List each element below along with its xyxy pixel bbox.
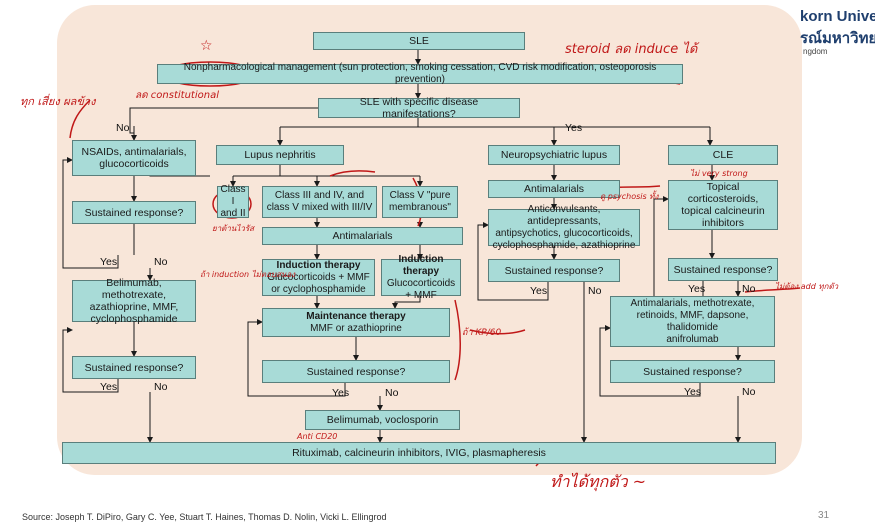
node-antimalarials-ln: Antimalarials <box>262 227 463 245</box>
label-yes-cle2: Yes <box>684 386 702 398</box>
node-class-1-2: Class I and II <box>217 184 249 219</box>
label-yes-ln: Yes <box>332 387 350 399</box>
node-topical-therapy: Topical corticosteroids, topical calcine… <box>668 180 778 230</box>
label-no-ln: No <box>385 387 399 399</box>
node-antimalarials-np: Antimalarials <box>488 180 620 198</box>
annotation-cle: ไม่ very strong <box>690 169 748 178</box>
node-neuropsychiatric-lupus: Neuropsychiatric lupus <box>488 145 620 165</box>
node-belimumab-voclosporin: Belimumab, voclosporin <box>305 410 460 430</box>
label-yes-np: Yes <box>530 285 548 297</box>
node-anticonvulsants: Anticonvulsants, antidepressants, antips… <box>488 204 640 251</box>
node-sustained-response-ln: Sustained response? <box>262 360 450 383</box>
node-cle: CLE <box>668 145 778 165</box>
annotation-top-right: steroid ลด induce ได้ <box>565 42 698 57</box>
annotation-kp: ถ้า KP/60 <box>462 328 502 338</box>
node-class-5: Class V "pure membranous" <box>382 186 458 218</box>
annotation-induction: ถ้า induction ไม่ตอบสนอง <box>200 270 296 279</box>
annotation-left-note2: ลด constitutional <box>135 90 219 101</box>
annotation-bottom: ทำได้ทุกตัว ~ <box>550 472 647 491</box>
annotation-neuro: ดู psychosis ทั้ง <box>600 192 659 201</box>
label-no-cle: No <box>742 283 756 295</box>
node-sustained-response-np: Sustained response? <box>488 259 620 282</box>
annotation-anti-cd20: Anti CD20 <box>297 432 338 441</box>
node-nsaids: NSAIDs, antimalarials, glucocorticoids <box>72 140 196 176</box>
annotation-cle2: ไม่ต้อง add ทุกตัว <box>775 282 839 291</box>
node-nonpharmacological-management: Nonpharmacological management (sun prote… <box>157 62 683 85</box>
annotation-star: ☆ <box>200 38 213 54</box>
source-citation: Source: Joseph T. DiPiro, Gary C. Yee, S… <box>22 512 387 522</box>
label-yes-1: Yes <box>100 256 118 268</box>
node-rituximab: Rituximab, calcineurin inhibitors, IVIG,… <box>62 442 776 464</box>
node-sustained-response-cle: Sustained response? <box>668 258 778 281</box>
node-belimumab-combo: Belimumab, methotrexate, azathioprine, M… <box>72 277 196 325</box>
university-logo-line2: รณ์มหาวิทยา <box>800 30 875 47</box>
university-logo-line1: korn Univers <box>800 8 875 25</box>
label-yes-2: Yes <box>100 381 118 393</box>
node-sustained-response-cle2: Sustained response? <box>610 360 775 383</box>
node-sustained-response-1: Sustained response? <box>72 201 196 224</box>
node-class-3-4: Class III and IV, and class V mixed with… <box>262 186 377 218</box>
label-no-2: No <box>154 381 168 393</box>
label-yes-cle: Yes <box>688 283 706 295</box>
annotation-class: ยาต้านไวรัส <box>212 224 255 233</box>
label-no-1: No <box>154 256 168 268</box>
annotation-left-note: ทุก เสี่ยง ผลข้าง <box>20 95 96 108</box>
node-sle-specific: SLE with specific disease manifestations… <box>318 96 520 120</box>
node-lupus-nephritis: Lupus nephritis <box>216 145 344 165</box>
label-no-np: No <box>588 285 602 297</box>
university-logo-line3: ngdom <box>803 47 828 56</box>
label-no-main: No <box>116 122 130 134</box>
node-antimalarials-cle: Antimalarials, methotrexate, retinoids, … <box>610 296 775 347</box>
node-sustained-response-2: Sustained response? <box>72 356 196 379</box>
page-number: 31 <box>818 510 830 521</box>
label-no-cle2: No <box>742 386 756 398</box>
label-yes-main: Yes <box>565 122 583 134</box>
node-sle: SLE <box>313 32 525 50</box>
